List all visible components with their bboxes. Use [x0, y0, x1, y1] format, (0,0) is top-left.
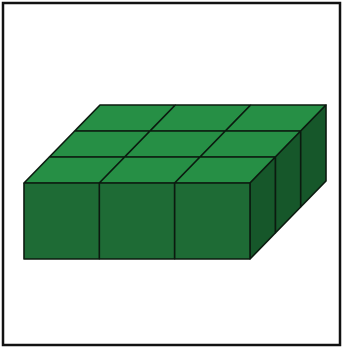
- cube-front-face: [24, 183, 99, 259]
- cube-front-face: [99, 183, 174, 259]
- cube-front-face: [175, 183, 250, 259]
